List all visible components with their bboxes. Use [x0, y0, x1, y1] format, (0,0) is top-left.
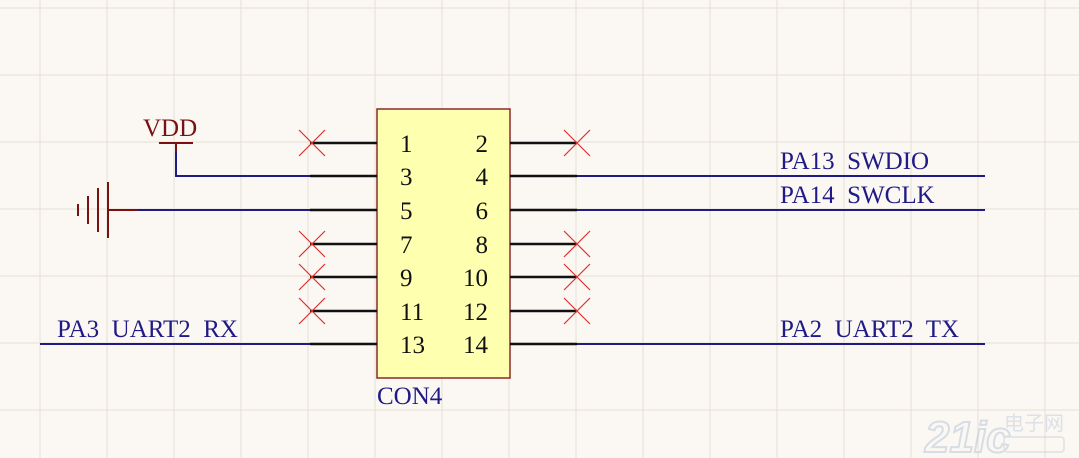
connector-pins	[310, 141, 577, 346]
pin-number-4: 4	[476, 164, 489, 191]
net-label-pin6: PA14 SWCLK	[780, 182, 935, 209]
pin-number-10: 10	[463, 265, 488, 292]
watermark-brand: 21ic	[924, 413, 1011, 458]
pin-number-1: 1	[400, 131, 413, 158]
no-connect-pin-10	[563, 263, 591, 291]
pin-number-7: 7	[400, 232, 413, 259]
pin-number-13: 13	[400, 332, 425, 359]
component-designator: CON4	[377, 383, 443, 410]
pin-number-9: 9	[400, 265, 413, 292]
pin-number-8: 8	[476, 232, 489, 259]
no-connect-pin-1	[298, 129, 326, 157]
no-connect-markers	[298, 129, 591, 325]
vdd-power-symbol[interactable]	[159, 142, 193, 152]
net-label-pin13: PA3 UART2 RX	[57, 316, 238, 343]
vdd-label: VDD	[143, 115, 197, 142]
ground-symbol[interactable]	[77, 182, 138, 238]
watermark-cn: 电子网	[1004, 412, 1064, 435]
pin-number-3: 3	[400, 164, 413, 191]
no-connect-pin-7	[298, 230, 326, 258]
watermark-url-bar	[1003, 436, 1065, 453]
no-connect-pin-11	[298, 297, 326, 325]
watermark-logo: 21ic 电子网	[923, 412, 1065, 458]
wire-vdd[interactable]	[175, 148, 310, 177]
connector-body[interactable]	[376, 108, 511, 379]
wires	[40, 148, 985, 345]
pin-number-6: 6	[476, 198, 489, 225]
pin-number-14: 14	[463, 332, 489, 359]
no-connect-pin-8	[563, 230, 591, 258]
net-label-pin14: PA2 UART2 TX	[780, 316, 959, 343]
pin-number-11: 11	[400, 299, 424, 326]
no-connect-pin-2	[563, 129, 591, 157]
no-connect-pin-12	[563, 297, 591, 325]
pin-number-2: 2	[476, 131, 489, 158]
no-connect-pin-9	[298, 263, 326, 291]
pin-number-12: 12	[463, 299, 488, 326]
net-label-pin4: PA13 SWDIO	[780, 148, 929, 175]
pin-number-5: 5	[400, 198, 413, 225]
